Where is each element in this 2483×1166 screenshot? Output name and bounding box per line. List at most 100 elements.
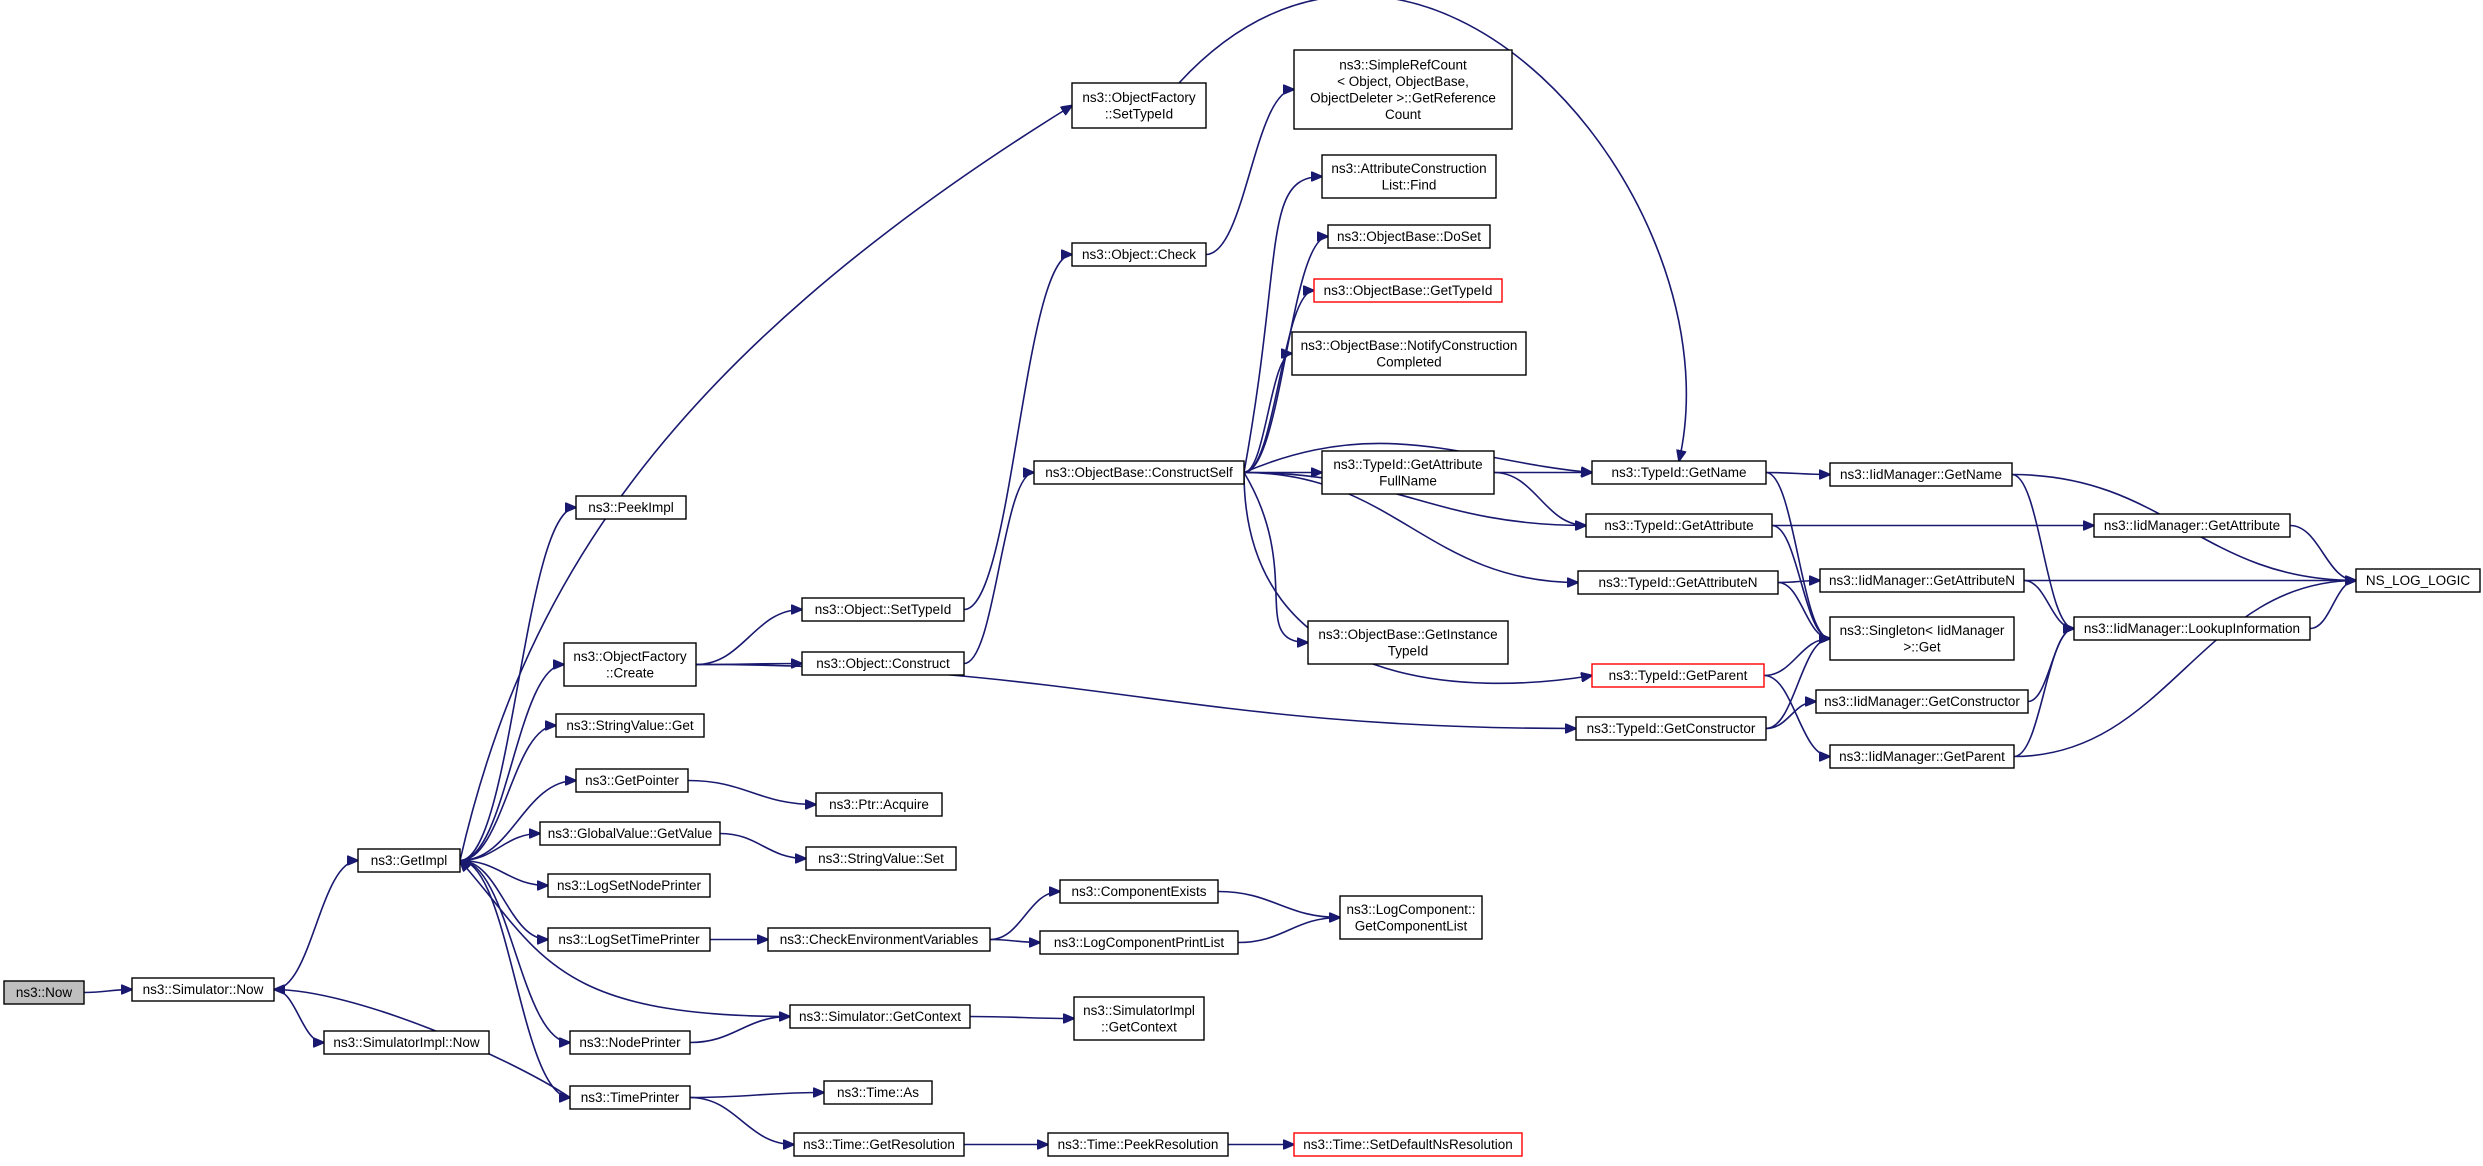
graph-node-iid-getconstructor[interactable]: ns3::IidManager::GetConstructor bbox=[1815, 689, 2029, 714]
graph-node-ns-log-logic[interactable]: NS_LOG_LOGIC bbox=[2355, 568, 2481, 593]
edge-ob-constructself-to-typeid-getattr bbox=[1243, 471, 1586, 526]
node-label: < Object, ObjectBase, bbox=[1337, 74, 1469, 89]
graph-node-time-as[interactable]: ns3::Time::As bbox=[823, 1080, 933, 1105]
edge-iid-lookupinfo-to-ns-log-logic bbox=[2309, 581, 2356, 630]
graph-node-ptr-acquire[interactable]: ns3::Ptr::Acquire bbox=[815, 792, 943, 817]
edge-checkenv-to-logcomponentprintlist bbox=[989, 940, 1040, 943]
edge-now-to-sim-now bbox=[83, 990, 132, 993]
node-label: ns3::Time::As bbox=[837, 1085, 919, 1100]
graph-node-getimpl[interactable]: ns3::GetImpl bbox=[357, 848, 461, 873]
edge-getimpl-to-getpointer bbox=[459, 781, 576, 862]
node-box bbox=[767, 927, 991, 952]
graph-node-componentexists[interactable]: ns3::ComponentExists bbox=[1059, 879, 1219, 904]
edge-iid-getname-to-iid-lookupinfo bbox=[2011, 473, 2074, 629]
graph-node-nodeprinter[interactable]: ns3::NodePrinter bbox=[569, 1030, 691, 1055]
graph-node-typeid-getattr[interactable]: ns3::TypeId::GetAttribute bbox=[1585, 513, 1773, 538]
node-label: ns3::LogSetTimePrinter bbox=[558, 932, 700, 947]
node-box bbox=[1829, 616, 2015, 661]
node-box bbox=[1815, 689, 2029, 714]
edge-nodeprinter-to-sim-getcontext bbox=[689, 1017, 790, 1044]
graph-node-getpointer[interactable]: ns3::GetPointer bbox=[575, 768, 689, 793]
edge-ob-constructself-to-typeid-getname bbox=[1243, 442, 1592, 472]
graph-node-time-peekres[interactable]: ns3::Time::PeekResolution bbox=[1047, 1132, 1229, 1157]
graph-node-timeprinter[interactable]: ns3::TimePrinter bbox=[569, 1085, 691, 1110]
node-label: ns3::LogComponentPrintList bbox=[1054, 935, 1225, 950]
graph-node-obj-construct[interactable]: ns3::Object::Construct bbox=[801, 651, 965, 676]
graph-node-checkenv[interactable]: ns3::CheckEnvironmentVariables bbox=[767, 927, 991, 952]
node-label: ns3::SimulatorImpl::Now bbox=[333, 1035, 480, 1050]
node-box bbox=[1829, 462, 2013, 487]
node-label: ns3::Singleton< IidManager bbox=[1840, 623, 2005, 638]
graph-node-now[interactable]: ns3::Now bbox=[3, 980, 85, 1005]
graph-node-sim-getcontext[interactable]: ns3::Simulator::GetContext bbox=[789, 1004, 971, 1029]
node-label: ::SetTypeId bbox=[1105, 106, 1173, 121]
node-label: ns3::Object::Construct bbox=[816, 656, 950, 671]
node-label: ns3::ObjectFactory bbox=[573, 649, 687, 664]
node-label: ::Create bbox=[606, 665, 654, 680]
node-box bbox=[2355, 568, 2481, 593]
graph-node-iid-getattrn[interactable]: ns3::IidManager::GetAttributeN bbox=[1819, 568, 2025, 593]
graph-node-globalvalue-getvalue[interactable]: ns3::GlobalValue::GetValue bbox=[539, 821, 721, 846]
node-box bbox=[547, 927, 711, 952]
node-label: ::GetContext bbox=[1101, 1019, 1177, 1034]
node-label: TypeId bbox=[1388, 643, 1429, 658]
graph-node-ob-notifyconstruction[interactable]: ns3::ObjectBase::NotifyConstructionCompl… bbox=[1291, 331, 1527, 376]
graph-node-time-getres[interactable]: ns3::Time::GetResolution bbox=[793, 1132, 965, 1157]
edge-ob-constructself-to-ob-getinstancetypeid bbox=[1243, 472, 1308, 643]
node-box bbox=[1047, 1132, 1229, 1157]
graph-node-of-settypeid[interactable]: ns3::ObjectFactory::SetTypeId bbox=[1071, 82, 1207, 129]
node-box bbox=[1327, 224, 1491, 249]
node-label: ns3::LogComponent:: bbox=[1346, 902, 1475, 917]
graph-node-iid-lookupinfo[interactable]: ns3::IidManager::LookupInformation bbox=[2073, 616, 2311, 641]
graph-node-logcomponent-getlist[interactable]: ns3::LogComponent::GetComponentList bbox=[1339, 895, 1483, 940]
graph-node-sim-now[interactable]: ns3::Simulator::Now bbox=[131, 977, 275, 1002]
node-box bbox=[801, 597, 965, 622]
edge-logcomponentprintlist-to-logcomponent-getlist bbox=[1237, 918, 1340, 944]
node-label: ns3::Object::SetTypeId bbox=[815, 602, 952, 617]
node-label: ns3::Now bbox=[16, 985, 73, 1000]
graph-node-time-setdefaultnsres[interactable]: ns3::Time::SetDefaultNsResolution bbox=[1293, 1132, 1523, 1157]
graph-node-iid-getparent[interactable]: ns3::IidManager::GetParent bbox=[1829, 744, 2015, 769]
node-box bbox=[1819, 568, 2025, 593]
graph-node-simimpl-getcontext[interactable]: ns3::SimulatorImpl::GetContext bbox=[1073, 996, 1205, 1041]
graph-node-iid-getattr[interactable]: ns3::IidManager::GetAttribute bbox=[2093, 513, 2291, 538]
graph-node-peekimpl[interactable]: ns3::PeekImpl bbox=[575, 495, 687, 520]
graph-node-typeid-getconstructor[interactable]: ns3::TypeId::GetConstructor bbox=[1575, 716, 1767, 741]
graph-node-singleton-get[interactable]: ns3::Singleton< IidManager>::Get bbox=[1829, 616, 2015, 661]
graph-node-simplerefcount[interactable]: ns3::SimpleRefCount< Object, ObjectBase,… bbox=[1293, 49, 1513, 130]
graph-node-obj-check[interactable]: ns3::Object::Check bbox=[1071, 242, 1207, 267]
graph-node-obj-settypeid[interactable]: ns3::Object::SetTypeId bbox=[801, 597, 965, 622]
edge-typeid-getparent-to-singleton-get bbox=[1763, 639, 1830, 677]
graph-node-logsetnodeprinter[interactable]: ns3::LogSetNodePrinter bbox=[547, 873, 711, 898]
graph-node-typeid-getname[interactable]: ns3::TypeId::GetName bbox=[1591, 460, 1767, 485]
graph-node-logsettimeprinter[interactable]: ns3::LogSetTimePrinter bbox=[547, 927, 711, 952]
edge-ob-constructself-to-typeid-getattrn bbox=[1243, 471, 1578, 583]
graph-node-ob-constructself[interactable]: ns3::ObjectBase::ConstructSelf bbox=[1033, 460, 1245, 485]
node-label: ns3::TypeId::GetAttribute bbox=[1333, 457, 1482, 472]
node-label: ObjectDeleter >::GetReference bbox=[1310, 90, 1496, 105]
node-label: ns3::StringValue::Set bbox=[818, 851, 944, 866]
graph-node-ob-doset[interactable]: ns3::ObjectBase::DoSet bbox=[1327, 224, 1491, 249]
node-box bbox=[2093, 513, 2291, 538]
edge-globalvalue-getvalue-to-stringvalue-set bbox=[719, 832, 806, 859]
graph-node-iid-getname[interactable]: ns3::IidManager::GetName bbox=[1829, 462, 2013, 487]
node-label: FullName bbox=[1379, 473, 1437, 488]
graph-node-typeid-getattrn[interactable]: ns3::TypeId::GetAttributeN bbox=[1577, 570, 1779, 595]
edge-getpointer-to-ptr-acquire bbox=[687, 779, 816, 805]
graph-node-of-create[interactable]: ns3::ObjectFactory::Create bbox=[563, 642, 697, 687]
graph-node-stringvalue-set[interactable]: ns3::StringValue::Set bbox=[805, 846, 957, 871]
graph-node-ob-gettypeid[interactable]: ns3::ObjectBase::GetTypeId bbox=[1313, 278, 1503, 303]
node-label: ns3::IidManager::GetParent bbox=[1839, 749, 2005, 764]
graph-node-logcomponentprintlist[interactable]: ns3::LogComponentPrintList bbox=[1039, 930, 1239, 955]
node-box bbox=[555, 713, 705, 738]
edge-sim-getcontext-to-getimpl bbox=[460, 861, 791, 1018]
node-label: ns3::ObjectBase::ConstructSelf bbox=[1045, 465, 1233, 480]
graph-node-typeid-getparent[interactable]: ns3::TypeId::GetParent bbox=[1591, 663, 1765, 688]
node-label: >::Get bbox=[1903, 639, 1940, 654]
graph-node-simimpl-now[interactable]: ns3::SimulatorImpl::Now bbox=[323, 1030, 490, 1055]
edge-typeid-getparent-to-iid-getparent bbox=[1763, 674, 1830, 757]
graph-node-stringvalue-get[interactable]: ns3::StringValue::Get bbox=[555, 713, 705, 738]
